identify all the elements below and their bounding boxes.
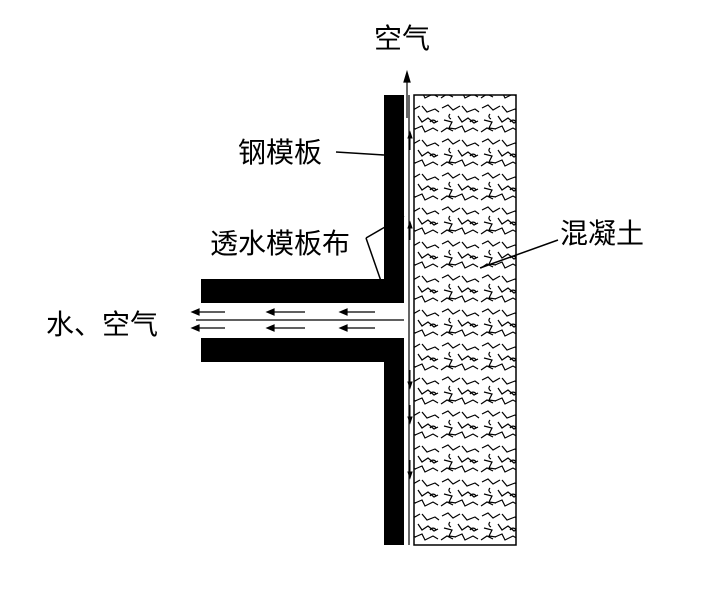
concrete-block	[413, 94, 517, 546]
fabric-leader	[365, 215, 405, 285]
drain-pipe-lower-wall	[201, 338, 404, 362]
concrete-leader	[479, 239, 559, 269]
water-air-label: 水、空气	[46, 308, 158, 341]
air-top-label: 空气	[374, 22, 430, 55]
steel-formwork-label: 钢模板	[238, 136, 322, 169]
fabric-flow-arrows	[407, 130, 413, 480]
concrete-label: 混凝土	[560, 217, 644, 250]
steel-formwork-leader	[335, 151, 385, 156]
drain-pipe-upper-wall	[201, 279, 404, 303]
drain-flow-arrows	[190, 308, 404, 332]
permeable-fabric-label: 透水模板布	[210, 227, 350, 260]
air-up-arrow	[403, 69, 411, 118]
